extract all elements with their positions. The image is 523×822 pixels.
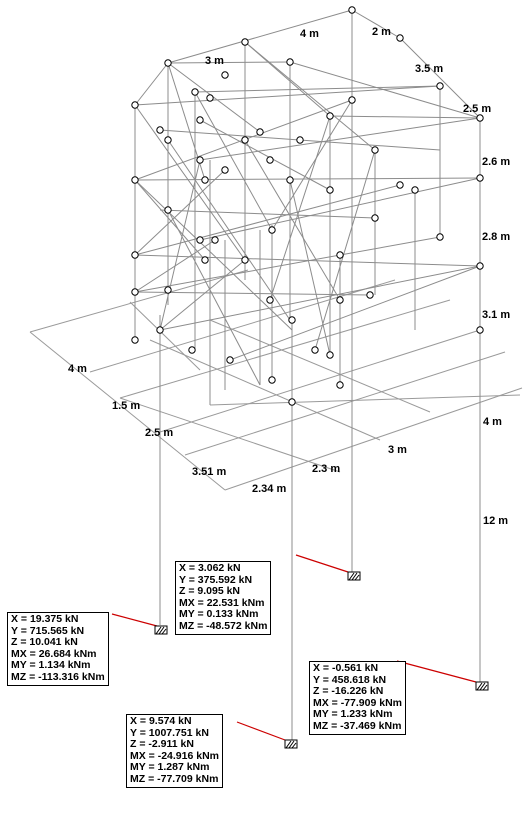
reaction-mx: MX = -24.916 kNm (130, 749, 220, 762)
support-icon (154, 625, 168, 635)
reaction-box-support-1: X = 19.375 kN Y = 715.565 kN Z = 10.041 … (7, 612, 109, 686)
reaction-z: Z = -16.226 kN (313, 685, 384, 698)
reaction-box-support-4: X = 9.574 kN Y = 1007.751 kN Z = -2.911 … (126, 714, 224, 788)
reaction-y: Y = 715.565 kN (11, 624, 85, 637)
dim-left-1-5m: 1.5 m (112, 400, 140, 412)
reaction-arrows (111, 554, 477, 741)
dim-top-2-5m: 2.5 m (463, 103, 491, 115)
dim-left-4m: 4 m (68, 363, 87, 375)
support-icon (475, 681, 489, 691)
dim-left-2-5m: 2.5 m (145, 427, 173, 439)
dim-front-2-3m: 2.3 m (312, 463, 340, 475)
reaction-y: Y = 458.618 kN (313, 673, 387, 686)
nodes (131, 6, 484, 406)
ground-grid (29, 269, 523, 491)
reaction-my: MY = 0.133 kNm (179, 608, 259, 621)
reaction-z: Z = 10.041 kN (11, 636, 78, 649)
reaction-my: MY = 1.134 kNm (11, 659, 91, 672)
reaction-mz: MZ = -37.469 kNm (313, 719, 402, 732)
dim-top-3m: 3 m (205, 55, 224, 67)
reaction-my: MY = 1.233 kNm (313, 708, 393, 721)
reaction-mx: MX = -77.909 kNm (313, 696, 403, 709)
reaction-box-support-3: X = -0.561 kN Y = 458.618 kN Z = -16.226… (309, 661, 407, 735)
dim-top-4m: 4 m (300, 28, 319, 40)
support-icon (347, 571, 361, 581)
dim-right-4m: 4 m (483, 416, 502, 428)
dimension-labels: 4 m 2 m 3 m 3.5 m 2.5 m 2.6 m 2.8 m 3.1 … (68, 26, 510, 527)
dim-story-2-6m: 2.6 m (482, 156, 510, 168)
dim-top-2m: 2 m (372, 26, 391, 38)
reaction-my: MY = 1.287 kNm (130, 761, 210, 774)
reaction-y: Y = 1007.751 kN (130, 726, 209, 739)
reaction-mx: MX = 22.531 kNm (179, 596, 265, 609)
reaction-z: Z = -2.911 kN (130, 738, 194, 751)
reaction-box-support-2: X = 3.062 kN Y = 375.592 kN Z = 9.095 kN… (175, 561, 272, 635)
reaction-mz: MZ = -48.572 kNm (179, 619, 268, 632)
supports (154, 571, 489, 749)
reaction-z: Z = 9.095 kN (179, 585, 240, 598)
reaction-mz: MZ = -77.709 kNm (130, 772, 219, 785)
dim-front-3m: 3 m (388, 444, 407, 456)
reaction-x: X = -0.561 kN (313, 662, 379, 674)
reaction-x: X = 3.062 kN (179, 562, 241, 574)
dim-height-12m: 12 m (483, 515, 508, 527)
dim-front-2-34m: 2.34 m (252, 483, 286, 495)
dim-story-3-1m: 3.1 m (482, 309, 510, 321)
reaction-x: X = 19.375 kN (11, 613, 79, 625)
reaction-mz: MZ = -113.316 kNm (11, 670, 105, 683)
dim-story-2-8m: 2.8 m (482, 231, 510, 243)
frame-members (134, 9, 481, 740)
reaction-mx: MX = 26.684 kNm (11, 647, 97, 660)
dim-front-3-51m: 3.51 m (192, 466, 226, 478)
support-icon (284, 739, 298, 749)
dim-top-3-5m: 3.5 m (415, 63, 443, 75)
reaction-y: Y = 375.592 kN (179, 573, 253, 586)
reaction-x: X = 9.574 kN (130, 715, 192, 727)
